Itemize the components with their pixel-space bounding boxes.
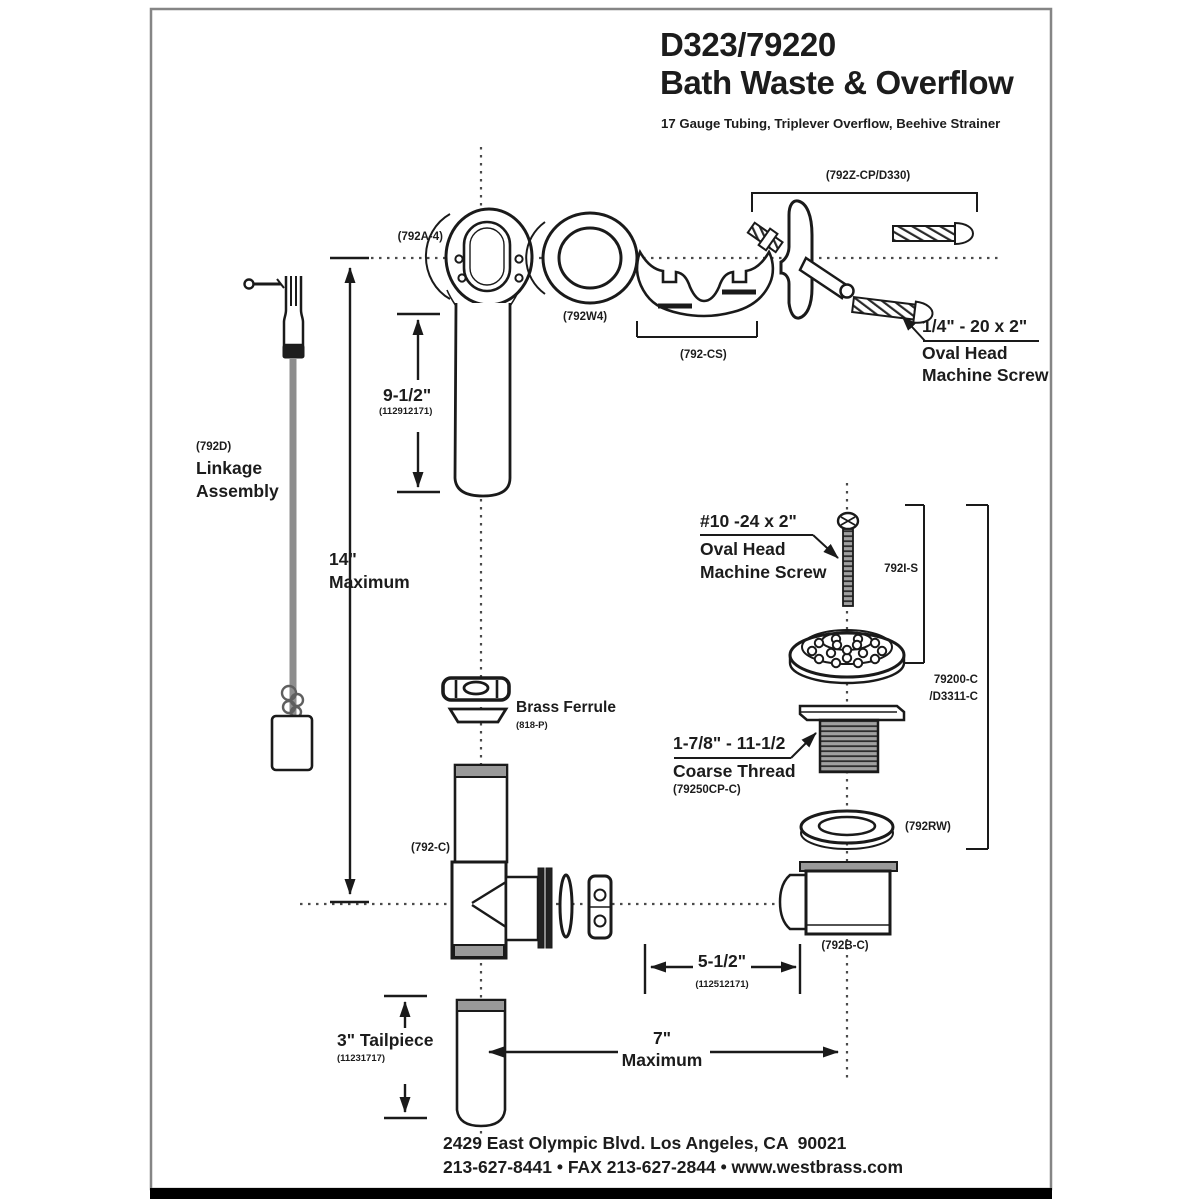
model-number: D323/79220 [660,26,836,63]
ten-screw-drawing [700,511,860,607]
linkage-label-2: Assembly [196,481,279,501]
ten-screw-size: #10 -24 x 2" [700,511,797,531]
dim-14-value: 14" [329,549,357,569]
tailpiece-label: 3" Tailpiece [337,1030,434,1050]
part-label-rubber-washer: (792RW) [905,821,951,833]
footer-address: 2429 East Olympic Blvd. Los Angeles, CA … [443,1133,847,1153]
dim-7-max: Maximum [621,1050,703,1070]
part-label-drain-shoe: (792B-C) [821,940,869,952]
part-label-faceplate: (792Z-CP/D330) [825,170,911,182]
quarter-screw-size: 1/4" - 20 x 2" [922,316,1028,336]
dim-95-value: 9-1/2" [383,385,432,405]
dim-tailpiece-lines [384,994,427,1120]
dim-55-code: (112512171) [695,979,749,990]
dim-55-value: 5-1/2" [697,951,747,971]
overflow-clamp-drawing [635,249,775,338]
tee-drawing [450,763,613,960]
footer-contact: 213-627-8441 • FAX 213-627-2844 • www.we… [443,1157,904,1177]
thread-spec: 1-7/8" - 11-1/2 [673,733,786,753]
drain-shoe-drawing [778,861,898,936]
dim-95-lines [397,312,440,494]
dim-14-lines [330,256,369,904]
brackets [905,504,989,850]
dim-55-lines [643,944,802,994]
dim-95-code: (112912171) [379,406,433,417]
beehive-strainer-drawing [788,629,906,685]
dim-14-max: Maximum [329,572,410,592]
strainer-kit-code-2: /D3311-C [929,691,978,703]
ten-screw-type1: Oval Head [700,539,786,559]
strainer-screw-code: 792I-S [884,563,918,575]
tailpiece-drawing [455,998,507,1128]
quarter-screws-drawing [851,221,1039,342]
dim-7-value: 7" [652,1028,672,1048]
product-subtitle: 17 Gauge Tubing, Triplever Overflow, Bee… [661,116,1001,131]
linkage-part-code: (792D) [196,441,232,453]
ten-screw-type2: Machine Screw [700,562,827,582]
part-label-overflow-clamp: (792-CS) [680,349,727,361]
part-label-tee: (792-C) [411,842,450,854]
ferrule-code: (818-P) [516,720,548,731]
sheet-border [149,7,1053,1199]
part-label-overflow-washer: (792W4) [563,311,608,323]
ferrule-label: Brass Ferrule [516,699,616,716]
quarter-screw-type1: Oval Head [922,343,1008,363]
strainer-kit-code-1: 79200-C [933,674,978,686]
overflow-washer-drawing [525,211,639,305]
thread-label: Coarse Thread [673,761,796,781]
quarter-screw-type2: Machine Screw [922,365,1049,385]
product-name: Bath Waste & Overflow [660,64,1014,101]
rubber-washer-drawing [799,809,895,850]
linkage-label-1: Linkage [196,458,263,478]
overflow-elbow-drawing [424,207,534,498]
ferrule-drawing [441,676,511,724]
thread-code: (79250CP-C) [673,784,741,796]
part-label-overflow-elbow: (792A-4) [397,231,443,243]
tailpiece-code: (11231717) [337,1053,386,1064]
strainer-body-drawing [674,704,906,774]
linkage-assembly-drawing [243,276,314,772]
trip-lever-faceplate-drawing [746,192,978,320]
